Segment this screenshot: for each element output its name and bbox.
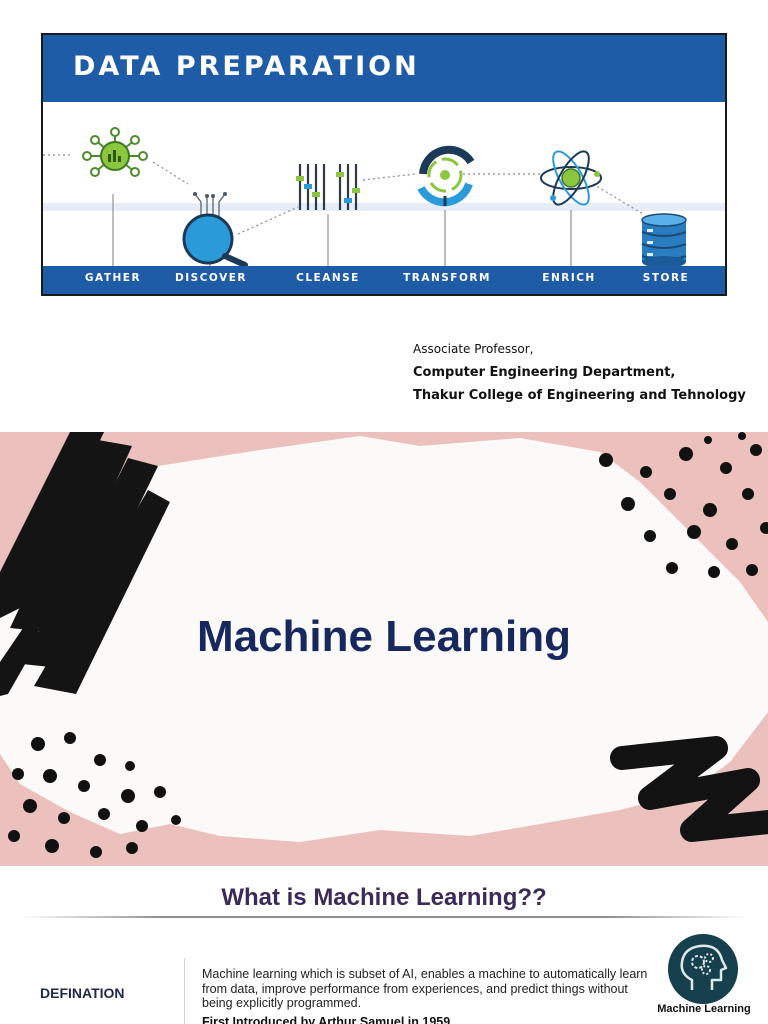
stage-label-cleanse: CLEANSE [296,272,360,284]
banner-header: DATA PREPARATION [43,35,725,102]
stage-label-store: STORE [642,272,690,284]
badge-label: Machine Learning [657,1003,751,1015]
magnifier-icon [182,192,248,268]
pipeline-stems [112,194,572,270]
slide-data-preparation: DATA PREPARATION [0,0,768,432]
definition-label: DEFINATION [40,985,125,1001]
white-paper-shape [0,436,768,842]
slide-what-is-ml: What is Machine Learning?? DEFINATION Ma… [0,866,768,1024]
title-underline [20,916,748,918]
database-icon [641,213,687,268]
credit-college: Thakur College of Engineering and Tehnol… [413,388,746,403]
brain-gears-icon [668,934,738,1004]
stage-label-enrich: ENRICH [542,272,596,284]
zigzag-stroke-icon [610,736,768,842]
slide-title: Machine Learning [196,612,572,661]
polka-dots-top-right [599,432,768,578]
slide-machine-learning-title: Machine Learning [0,432,768,866]
banner-title: DATA PREPARATION [73,51,420,82]
transform-cycle-icon [417,145,475,207]
atom-icon [540,150,602,206]
brush-strokes-icon [0,432,170,696]
credit-role: Associate Professor, [413,342,534,356]
data-preparation-banner: DATA PREPARATION [41,33,727,296]
credit-department: Computer Engineering Department, [413,365,676,380]
stage-labels: GATHER DISCOVER CLEANSE TRANSFORM ENRICH… [43,266,725,294]
banner-ground-strip [43,203,725,211]
pipeline-connectors [43,154,644,235]
slide3-title: What is Machine Learning?? [221,884,547,911]
column-divider [184,958,185,1024]
gather-icon [82,127,148,177]
author-credits: Associate Professor, Computer Engineerin… [413,342,746,403]
introduced-note: First Introduced by Arthur Samuel in 195… [202,1015,451,1024]
pipeline-diagram [43,127,687,270]
slide2-decoration [0,432,768,858]
banner-footer [43,266,725,294]
polka-dots-bottom-left [8,732,181,858]
stage-label-discover: DISCOVER [175,272,247,284]
stage-label-transform: TRANSFORM [403,272,491,284]
definition-text: Machine learning which is subset of AI, … [202,967,648,1010]
sliders-icon [296,164,360,210]
stage-label-gather: GATHER [84,272,142,284]
